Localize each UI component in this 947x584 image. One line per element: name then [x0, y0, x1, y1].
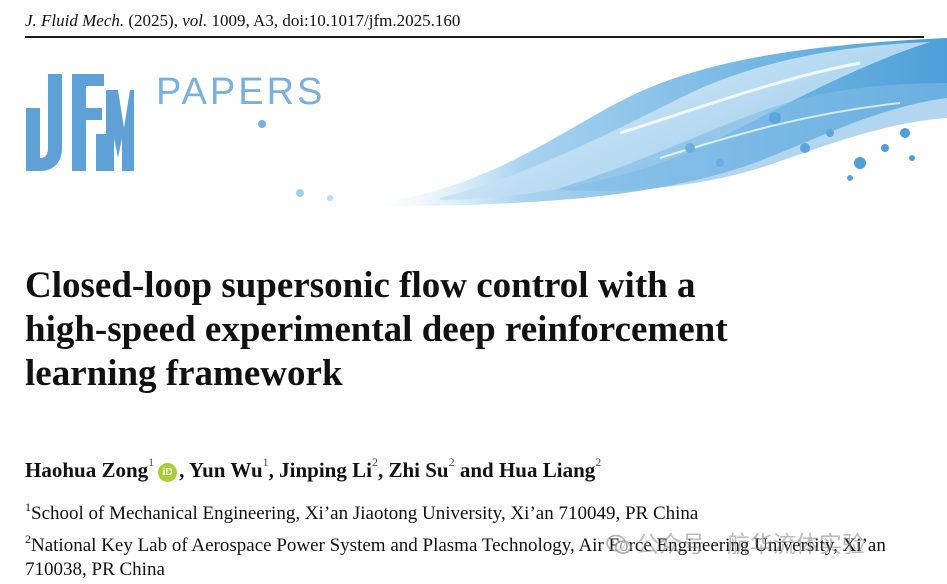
author-affiliation-mark: 1: [262, 455, 269, 469]
paper-title: Closed-loop supersonic flow control with…: [25, 264, 925, 396]
journal-name: J. Fluid Mech.: [25, 11, 125, 30]
author-name: Yun Wu: [188, 458, 263, 482]
affiliation-text: National Key Lab of Aerospace Power Syst…: [25, 535, 886, 580]
author-name: Zhi Su: [388, 458, 449, 482]
wechat-icon: [606, 534, 632, 554]
wechat-watermark: 公众号 · 航华流体实验: [606, 530, 865, 560]
author-list: Haohua Zong1iD, Yun Wu1, Jinping Li2, Zh…: [25, 455, 601, 485]
title-line: high-speed experimental deep reinforceme…: [25, 309, 728, 350]
affiliation-1: 1School of Mechanical Engineering, Xi’an…: [25, 500, 699, 526]
author-affiliation-mark: 1: [148, 455, 155, 469]
citation-line: J. Fluid Mech. (2025), vol. 1009, A3, do…: [25, 10, 460, 32]
affiliation-number: 2: [25, 532, 31, 546]
author-separator: ,: [268, 458, 280, 482]
orcid-icon[interactable]: iD: [158, 463, 178, 482]
watermark-text: 公众号 · 航华流体实验: [636, 532, 865, 558]
papers-label: PAPERS: [156, 71, 325, 113]
author-affiliation-mark: 2: [448, 455, 455, 469]
water-splash-image: [258, 38, 947, 206]
affiliation-2: 2National Key Lab of Aerospace Power Sys…: [25, 532, 905, 582]
author-separator: and: [454, 458, 499, 482]
affiliation-text: School of Mechanical Engineering, Xi’an …: [31, 503, 699, 524]
citation-details: 1009, A3, doi:10.1017/jfm.2025.160: [211, 11, 461, 30]
author-separator: ,: [377, 458, 389, 482]
author-affiliation-mark: 2: [371, 455, 378, 469]
author-name: Jinping Li: [279, 458, 372, 482]
author-name: Haohua Zong: [25, 458, 149, 482]
jfm-logo: [26, 74, 134, 171]
author-separator: ,: [179, 458, 189, 482]
title-line: Closed-loop supersonic flow control with…: [25, 265, 696, 306]
header-rule: [25, 36, 924, 38]
title-line: learning framework: [25, 353, 343, 394]
affiliation-number: 1: [25, 500, 31, 514]
citation-year: (2025),: [128, 11, 178, 30]
jfm-papers-banner: PAPERS: [26, 38, 947, 206]
author-name: Hua Liang: [498, 458, 596, 482]
author-affiliation-mark: 2: [595, 455, 602, 469]
citation-vol-label: vol.: [182, 11, 208, 30]
